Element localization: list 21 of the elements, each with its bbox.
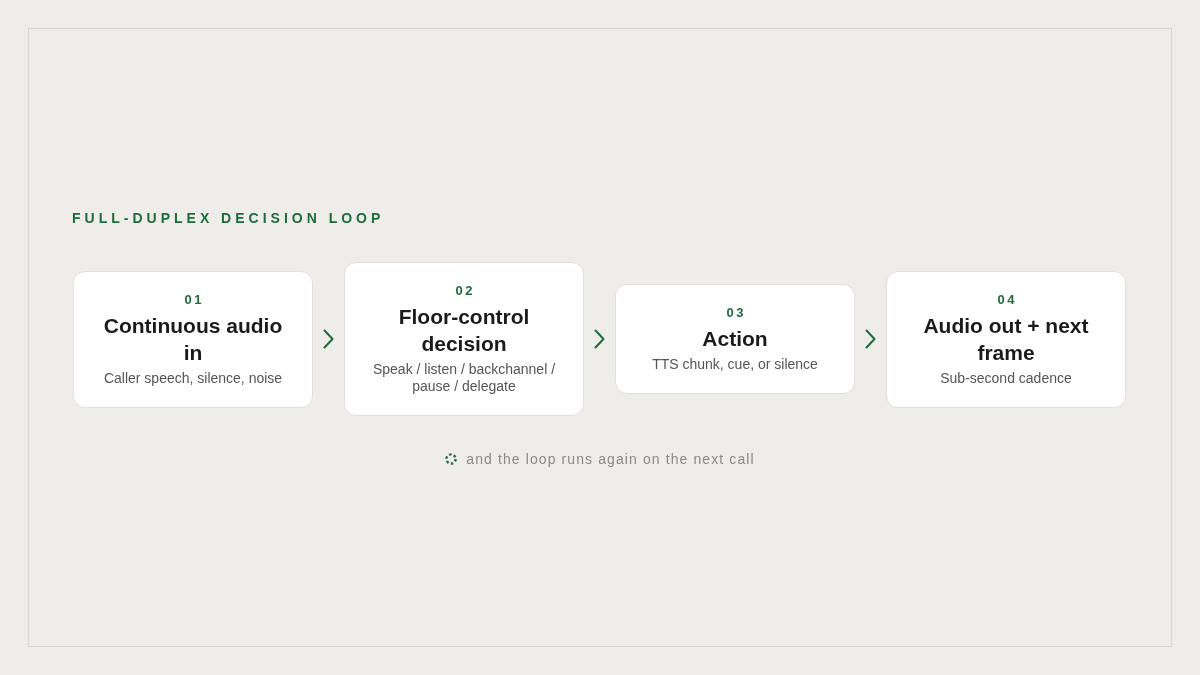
step-title: Action xyxy=(702,326,768,352)
step-card xyxy=(886,270,1126,408)
section-title: FULL-DUPLEX DECISION LOOP xyxy=(72,210,385,226)
step-number: 01 xyxy=(183,291,204,308)
step-description: Caller speech, silence, noise xyxy=(103,369,283,387)
step-title: Audio out + next frame xyxy=(922,312,1090,366)
chevron-arrow xyxy=(323,329,334,349)
step-description: TTS chunk, cue, or silence xyxy=(652,356,818,373)
step-description: Sub-second cadence xyxy=(940,369,1072,387)
chevron-arrow xyxy=(594,329,605,349)
step-description: Speak / listen / backchannel / pause / delegate xyxy=(371,361,557,395)
chevron-arrow xyxy=(865,329,876,349)
step-title: Floor-control decision xyxy=(397,304,531,357)
footnote: and the loop runs again on the next call xyxy=(466,450,755,468)
step-card xyxy=(344,262,584,416)
step-number: 02 xyxy=(454,283,475,299)
step-number: 04 xyxy=(996,291,1017,308)
step-title: Continuous audio in xyxy=(102,312,284,366)
step-card xyxy=(73,270,313,408)
step-card xyxy=(615,284,855,394)
step-number: 03 xyxy=(725,305,746,321)
